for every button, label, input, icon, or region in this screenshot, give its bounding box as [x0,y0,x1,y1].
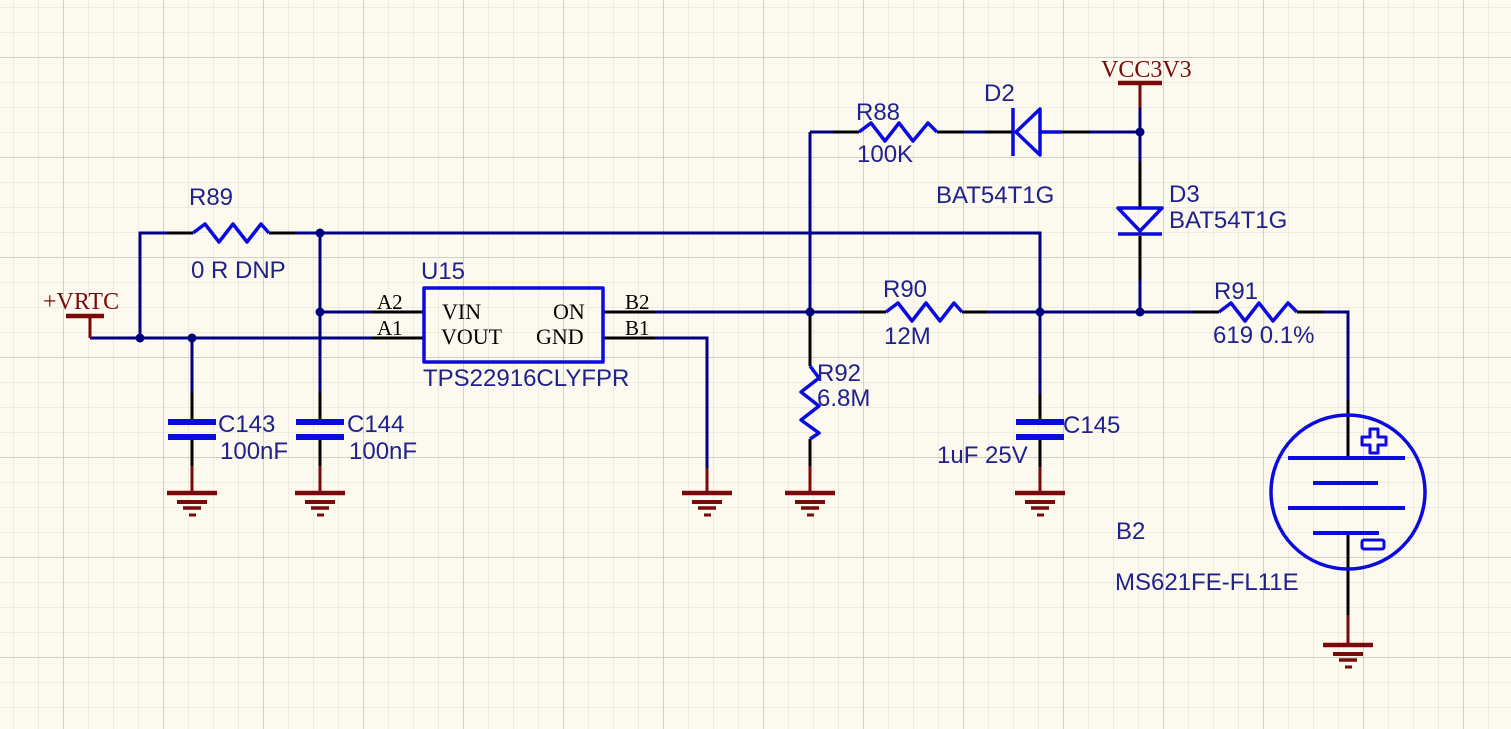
ic-U15-body[interactable] [422,286,605,364]
u15-pin-vout-name: VOUT [441,324,503,349]
u15-pin-vin-name: VIN [442,299,482,324]
u15-pin-b1-number: B1 [625,316,650,340]
junction-dot [315,307,325,317]
r91-value[interactable]: 619 0.1% [1213,322,1315,349]
power-port-vcc3v3-label[interactable]: VCC3V3 [1101,57,1192,83]
ground-symbol-battery[interactable] [1323,642,1373,669]
capacitor-C144-symbol[interactable] [296,419,344,440]
c144-value[interactable]: 100nF [349,438,418,465]
resistor-R88-symbol[interactable] [857,121,939,143]
power-port-vrtc-symbol[interactable] [66,313,104,338]
junction-dot [805,307,815,317]
r90-value[interactable]: 12M [884,323,931,350]
b2-designator[interactable]: B2 [1116,518,1146,545]
junction-dot [315,228,325,238]
d3-value[interactable]: BAT54T1G [1169,207,1288,234]
ground-stubs [190,466,1350,645]
resistor-R90-symbol[interactable] [884,301,964,323]
wire-r89-left[interactable] [138,231,167,338]
resistor-R89-symbol[interactable] [191,222,271,244]
junction-dot [135,333,145,343]
c143-designator[interactable]: C143 [218,411,276,438]
r88-designator[interactable]: R88 [856,99,901,126]
power-port-vcc3v3-symbol[interactable] [1118,80,1162,108]
u15-value[interactable]: TPS22916CLYFPR [423,365,630,392]
resistor-R92-symbol[interactable] [799,364,821,441]
battery-B2-symbol[interactable] [1269,413,1427,571]
junction-dot [187,333,197,343]
diode-D3-symbol[interactable] [1116,206,1164,236]
ground-symbol-c145[interactable] [1015,490,1065,517]
c145-designator[interactable]: C145 [1063,412,1121,439]
wire-vin-top-route[interactable] [295,231,1042,312]
ground-symbol-r92[interactable] [785,490,835,517]
ground-symbol-c144[interactable] [295,490,345,517]
ground-symbol-c143[interactable] [167,490,217,517]
d2-value[interactable]: BAT54T1G [936,182,1055,209]
r90-designator[interactable]: R90 [883,276,928,303]
wire-b1-gnd[interactable] [655,336,709,468]
capacitor-C143-symbol[interactable] [168,419,216,440]
diode-D2-symbol[interactable] [1011,107,1062,157]
d3-designator[interactable]: D3 [1169,181,1200,208]
u15-pin-a1-number: A1 [377,316,403,340]
capacitor-C145-symbol[interactable] [1016,419,1064,440]
c144-designator[interactable]: C144 [347,411,405,438]
junction-dot [1135,307,1145,317]
c145-value[interactable]: 1uF 25V [937,442,1028,469]
u15-pin-on-name: ON [553,299,585,324]
d2-designator[interactable]: D2 [984,80,1015,107]
c143-value[interactable]: 100nF [220,438,289,465]
u15-designator[interactable]: U15 [421,258,466,285]
r89-designator[interactable]: R89 [189,184,234,211]
r89-value[interactable]: 0 R DNP [191,257,286,284]
r91-designator[interactable]: R91 [1214,278,1259,305]
battery-plus-icon [1360,427,1388,455]
resistor-R91-symbol[interactable] [1217,301,1299,323]
b2-value[interactable]: MS621FE-FL11E [1115,569,1299,596]
u15-pin-gnd-name: GND [536,324,584,349]
junction-dot [1035,307,1045,317]
wires[interactable] [90,108,1350,468]
power-port-vrtc-label[interactable]: +VRTC [43,289,120,315]
r92-value[interactable]: 6.8M [817,385,871,412]
pins [167,130,1350,615]
battery-minus-icon [1360,538,1386,551]
junction-dot [1135,127,1145,137]
u15-pin-a2-number: A2 [377,290,403,314]
junction-dots [135,127,1145,343]
wire-battery-top[interactable] [1323,310,1350,400]
u15-pin-b2-number: B2 [625,290,650,314]
r92-designator[interactable]: R92 [817,360,862,387]
r88-value[interactable]: 100K [857,141,914,168]
ground-symbol-b1[interactable] [682,490,732,517]
